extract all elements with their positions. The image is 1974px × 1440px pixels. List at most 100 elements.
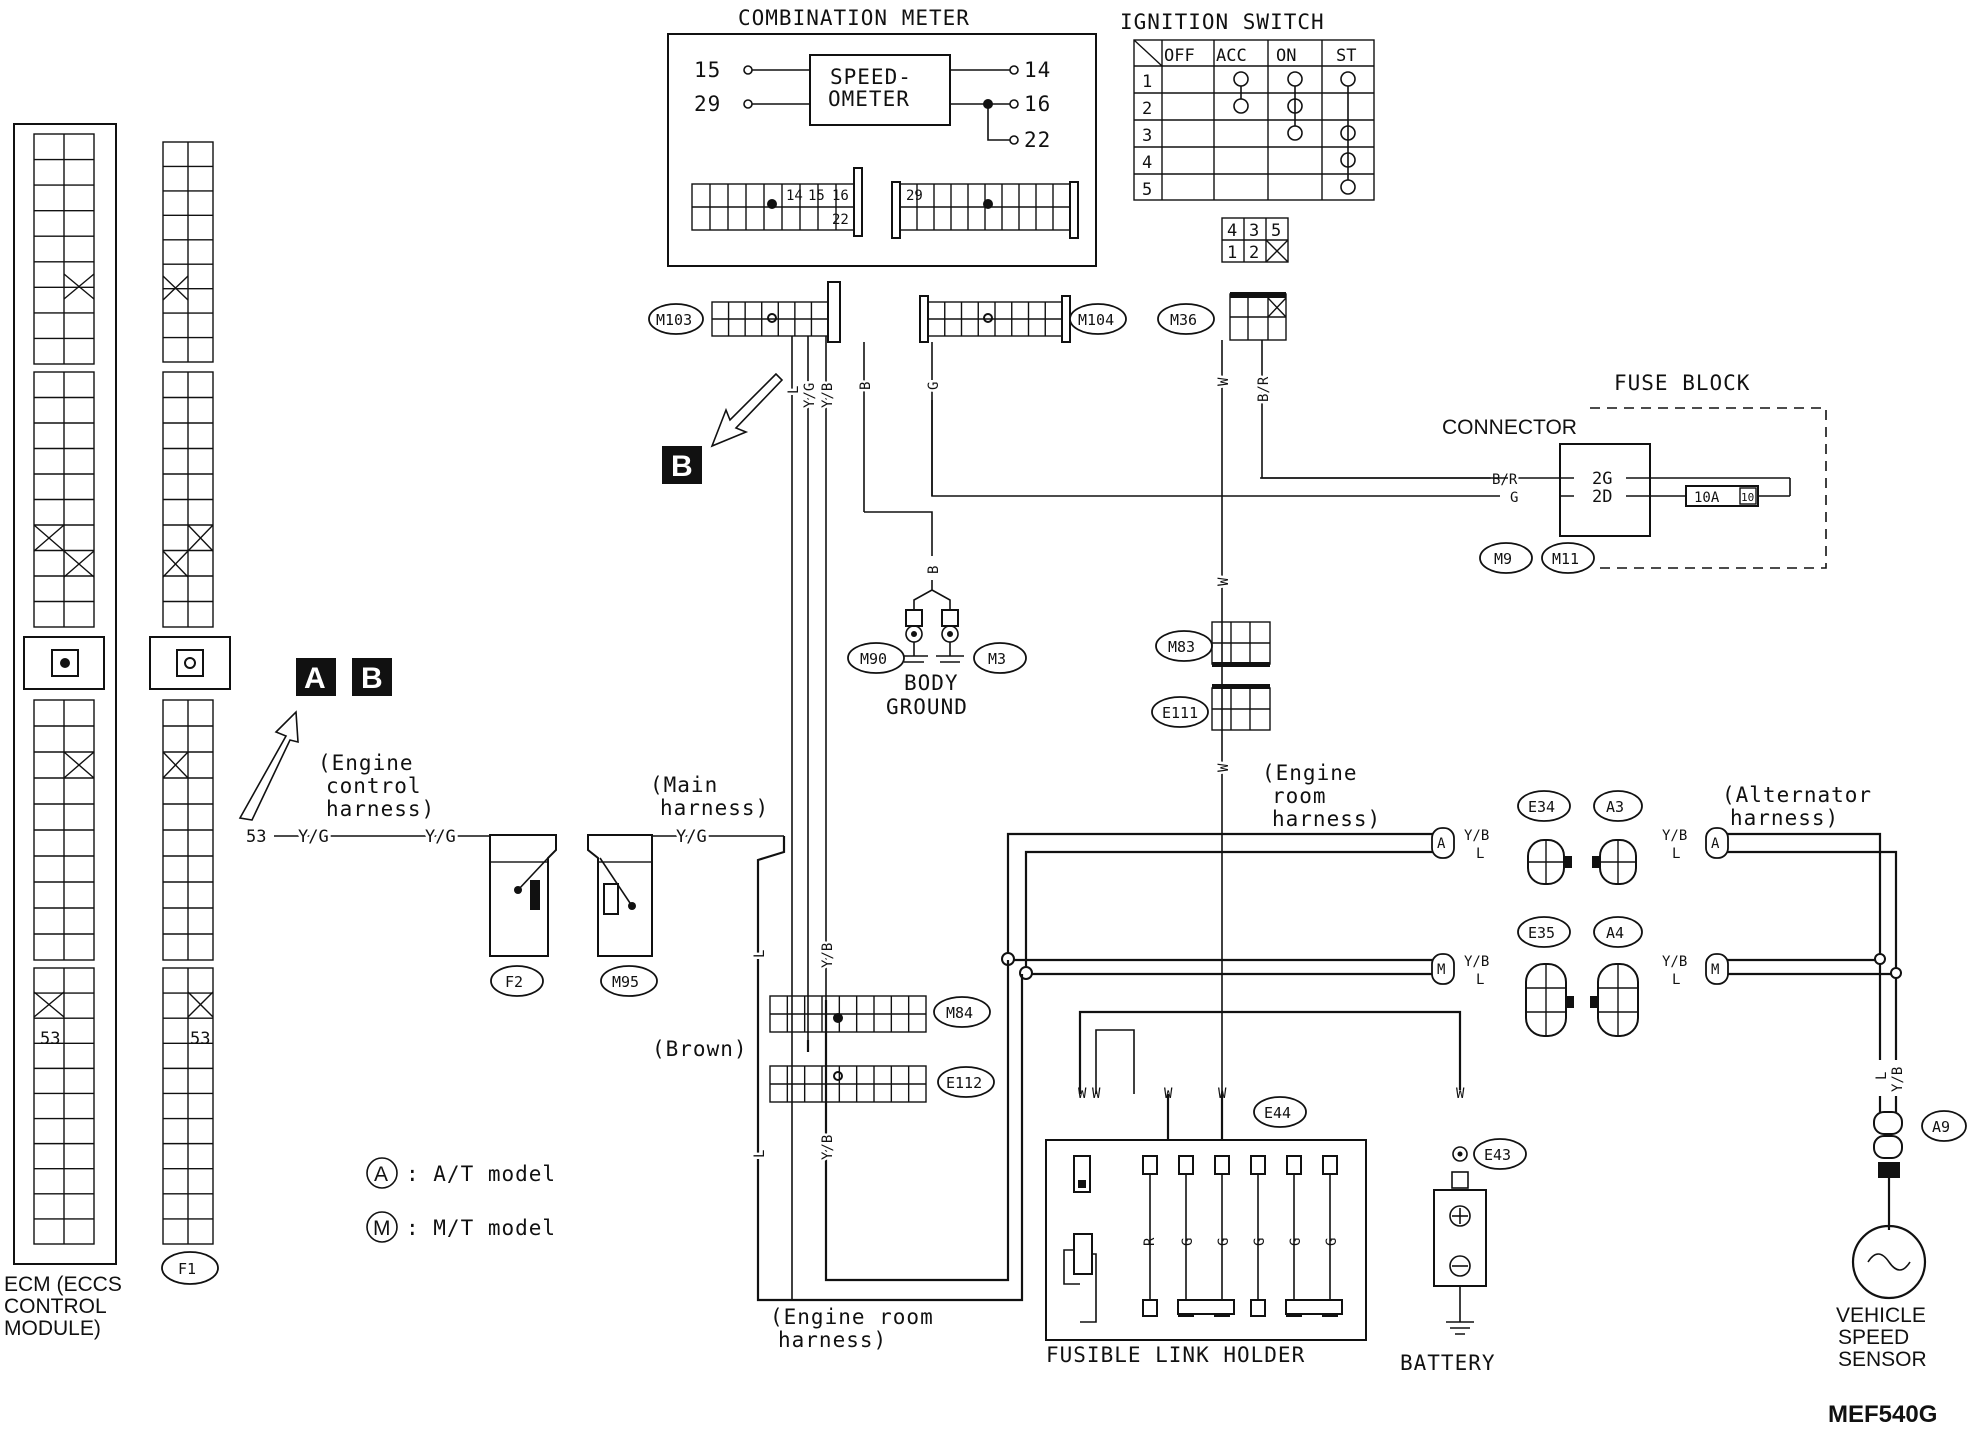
- harness-alternator-1: (Alternator: [1722, 783, 1872, 807]
- m95-connector: [587, 834, 653, 957]
- wire-w-top: W: [1216, 377, 1232, 386]
- wire-yb-e35: Y/B: [1464, 954, 1489, 970]
- e112-tag: [937, 1066, 995, 1098]
- fuse-terminal-2g: 2G: [1592, 469, 1612, 489]
- ign-key-5: 5: [1271, 221, 1281, 241]
- arrow-up-ab-icon: [238, 710, 299, 821]
- e112-tag-label: E112: [946, 1074, 982, 1092]
- wire-g-link4: G: [1288, 1238, 1304, 1246]
- badge-b-2: [662, 446, 702, 484]
- wire-w-fl2: W: [1092, 1086, 1101, 1102]
- harness-engine-control-1: (Engine: [318, 751, 414, 775]
- m103-tag: [648, 303, 704, 335]
- wire-b-top: B: [858, 382, 874, 390]
- wire-l-e35: L: [1476, 972, 1484, 988]
- wire-l-e34: L: [1476, 846, 1484, 862]
- e44-tag-label: E44: [1264, 1104, 1291, 1122]
- m9-tag-label: M9: [1494, 550, 1512, 568]
- wire-yg-top: Y/G: [802, 383, 818, 408]
- f1-grid: [162, 142, 214, 1244]
- wire-yb-a4: Y/B: [1662, 954, 1687, 970]
- mark-a-left-label: A: [1437, 836, 1446, 852]
- harness-main-2: harness): [660, 796, 769, 820]
- a4-connector: [1590, 963, 1639, 1037]
- m11-tag: [1541, 542, 1595, 574]
- m84-tag: [933, 996, 991, 1028]
- mark-a-left: [1431, 827, 1455, 859]
- wire-b-ground: B: [926, 566, 942, 574]
- ign-row-3: 3: [1142, 126, 1152, 146]
- m11-tag-label: M11: [1552, 550, 1579, 568]
- wire-l-top: L: [786, 386, 802, 394]
- e35-tag-label: E35: [1528, 924, 1555, 942]
- m95-tag: [600, 965, 658, 997]
- harness-engine-room-b1: (Engine room: [770, 1305, 934, 1329]
- speedometer-box: [809, 54, 951, 126]
- wire-br-top: B/R: [1256, 376, 1272, 402]
- speedometer-label-2: OMETER: [828, 87, 910, 111]
- mark-m-left-label: M: [1437, 962, 1445, 978]
- wire-w-battery: W: [1456, 1086, 1465, 1102]
- figure-code: MEF540G: [1828, 1401, 1937, 1428]
- fusible-links: [1063, 1155, 1343, 1323]
- fuse-terminal-2d: 2D: [1592, 487, 1612, 507]
- m84-tag-label: M84: [946, 1004, 973, 1022]
- f1-tag-label: F1: [178, 1260, 196, 1278]
- fuse-rating: 10A: [1694, 490, 1720, 506]
- harness-engine-room-b2: harness): [778, 1328, 887, 1352]
- ignition-switch-title: IGNITION SWITCH: [1120, 10, 1325, 34]
- vss-label-2: SPEED: [1838, 1326, 1909, 1349]
- wire-yb-a3: Y/B: [1662, 828, 1687, 844]
- a9-tag-label: A9: [1932, 1118, 1950, 1136]
- f2-tag: [490, 965, 544, 997]
- e111-tag-label: E111: [1162, 704, 1198, 722]
- connector-label: CONNECTOR: [1442, 416, 1577, 439]
- mark-a-right: [1705, 827, 1729, 859]
- ign-row-4: 4: [1142, 153, 1152, 173]
- harness-main-1: (Main: [650, 773, 718, 797]
- m36-tag: [1157, 303, 1215, 335]
- legend-a-mark: [366, 1157, 398, 1189]
- ign-row-5: 5: [1142, 180, 1152, 200]
- ecm-label-3: MODULE): [4, 1317, 101, 1340]
- battery-icon: [1433, 1189, 1487, 1287]
- f2-tag-label: F2: [505, 973, 523, 991]
- wire-yg-3: Y/G: [676, 827, 707, 847]
- fuse-number: 10: [1741, 491, 1754, 504]
- e35-tag: [1517, 916, 1571, 948]
- wire-yb-mid: Y/B: [820, 943, 836, 968]
- harness-engine-room-2: room: [1272, 784, 1327, 808]
- ecm-connector-left: [13, 123, 117, 1265]
- wire-l-a3: L: [1672, 846, 1680, 862]
- ign-header-st: ST: [1336, 46, 1356, 66]
- harness-alternator-2: harness): [1730, 806, 1839, 830]
- m90-tag-label: M90: [860, 650, 887, 668]
- f1-connector: [149, 141, 231, 1245]
- wire-g-top: G: [926, 382, 942, 390]
- m103-connector: [711, 281, 841, 343]
- e43-tag: [1473, 1138, 1527, 1170]
- e44-tag: [1253, 1096, 1307, 1128]
- wire-l-mid: L: [752, 950, 768, 958]
- m95-tag-label: M95: [612, 973, 639, 991]
- vss-label-1: VEHICLE: [1836, 1304, 1926, 1327]
- speed-sensor-icon: [1851, 1224, 1927, 1300]
- wire-g-fuse: G: [1510, 490, 1518, 506]
- f2-connector: [489, 834, 557, 957]
- wire-yb-top: Y/B: [820, 383, 836, 408]
- speedometer-label-1: SPEED-: [830, 65, 912, 89]
- ecm-label-2: CONTROL: [4, 1295, 107, 1318]
- wire-g-link3: G: [1252, 1238, 1268, 1246]
- e111-connector: [1211, 684, 1271, 731]
- meter-conn-15: 15: [808, 188, 825, 204]
- harness-engine-room-3: harness): [1272, 807, 1381, 831]
- legend-a-text: : A/T model: [406, 1162, 556, 1186]
- ecm-pin-53-label: 53: [40, 1029, 60, 1049]
- m36-tag-label: M36: [1170, 311, 1197, 329]
- wire-br-fuse: B/R: [1492, 472, 1518, 488]
- a3-tag: [1593, 790, 1643, 822]
- a4-tag: [1593, 916, 1643, 948]
- fuse-block-outline: [1590, 407, 1827, 569]
- wire-yb-low: Y/B: [820, 1135, 836, 1160]
